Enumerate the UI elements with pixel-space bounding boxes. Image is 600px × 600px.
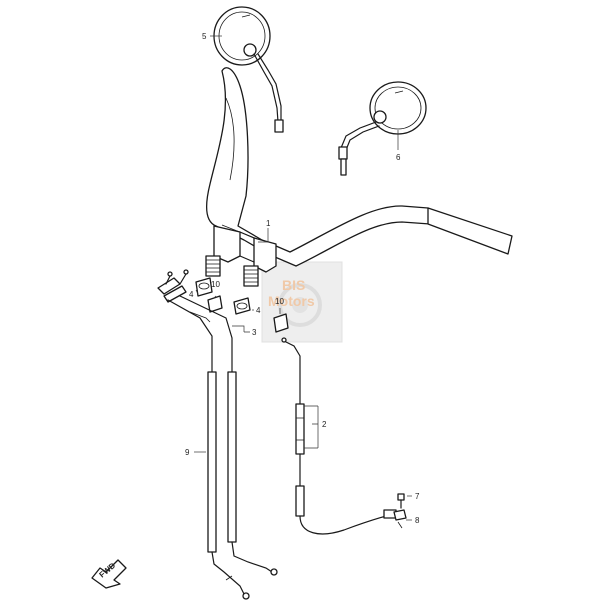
label-part-7: 7 bbox=[415, 492, 420, 501]
part-2-clutch-cable bbox=[281, 337, 397, 535]
part-7-bolt bbox=[397, 493, 405, 509]
label-part-1: 1 bbox=[266, 219, 271, 228]
watermark-line2: Motors bbox=[268, 293, 315, 309]
part-5-left-mirror bbox=[213, 6, 284, 133]
watermark: BIS Motors bbox=[261, 261, 343, 343]
label-part-3: 3 bbox=[252, 328, 257, 337]
part-8-nut bbox=[393, 509, 407, 529]
part-3-cable-holder bbox=[157, 269, 233, 373]
label-part-10-left: 10 bbox=[211, 280, 220, 289]
part-10-washers bbox=[207, 295, 289, 333]
label-part-6: 6 bbox=[396, 153, 401, 162]
part-9-throttle-cables bbox=[207, 371, 278, 600]
part-1-handlebar bbox=[205, 67, 513, 287]
leader-lines bbox=[194, 35, 412, 521]
label-part-8: 8 bbox=[415, 516, 420, 525]
part-4-bushings bbox=[195, 277, 251, 315]
part-6-right-mirror bbox=[338, 81, 427, 176]
label-part-10-right: 10 bbox=[275, 297, 284, 306]
label-part-2: 2 bbox=[322, 420, 327, 429]
fwd-arrow-icon: FWD bbox=[91, 559, 127, 589]
label-part-4-right: 4 bbox=[256, 306, 261, 315]
label-part-4-left: 4 bbox=[189, 290, 194, 299]
callout-labels: 1 2 3 4 4 5 6 7 8 9 10 10 bbox=[185, 32, 420, 525]
label-part-9: 9 bbox=[185, 448, 190, 457]
label-part-5: 5 bbox=[202, 32, 207, 41]
watermark-line1: BIS bbox=[282, 277, 305, 293]
